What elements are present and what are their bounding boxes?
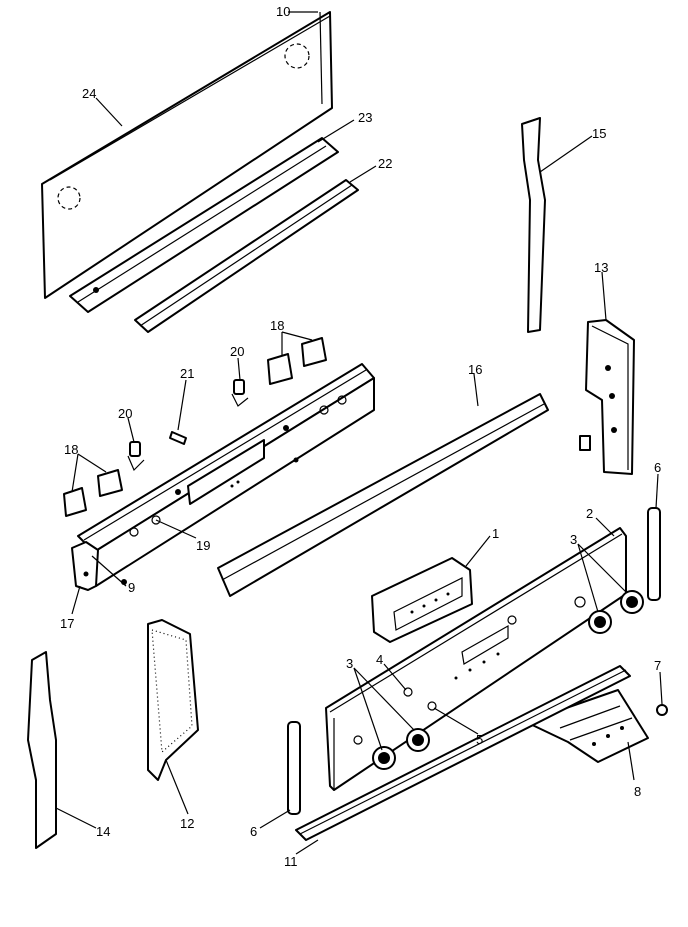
callout-20-left: 20 [118, 406, 132, 421]
callout-9: 9 [128, 580, 135, 595]
part-15-side-trim [521, 117, 546, 333]
callout-3-right: 3 [570, 532, 577, 547]
callout-18-left: 18 [64, 442, 78, 457]
callout-18-right: 18 [270, 318, 284, 333]
callout-23: 23 [358, 110, 372, 125]
callout-14: 14 [96, 824, 110, 839]
callout-3-left: 3 [346, 656, 353, 671]
callout-labels: 10 24 23 22 15 13 16 18 20 21 20 18 19 9… [60, 4, 661, 869]
callout-5: 5 [476, 732, 483, 747]
callout-8: 8 [634, 784, 641, 799]
part-18-blocks-left [63, 469, 123, 517]
callout-16: 16 [468, 362, 482, 377]
part-23-channel [69, 137, 339, 313]
callout-4: 4 [376, 652, 383, 667]
callout-11: 11 [284, 854, 298, 869]
callout-7: 7 [654, 658, 661, 673]
callout-19: 19 [196, 538, 210, 553]
callout-21: 21 [180, 366, 194, 381]
callout-12: 12 [180, 816, 194, 831]
part-7-bumper [656, 704, 668, 716]
callout-20-right: 20 [230, 344, 244, 359]
callout-6-left: 6 [250, 824, 257, 839]
part-1-clock-module [371, 557, 473, 643]
callout-17: 17 [60, 616, 74, 631]
callout-6-right: 6 [654, 460, 661, 475]
callout-13: 13 [594, 260, 608, 275]
part-13-end-bracket [579, 319, 635, 475]
part-12-insulation [147, 619, 199, 781]
part-16-trim-strip [217, 393, 549, 597]
part-11-bottom-rail [295, 665, 631, 841]
callout-24: 24 [82, 86, 96, 101]
part-20-clip-left [127, 441, 145, 472]
leader-lines [55, 11, 663, 855]
part-14-side-trim [27, 651, 57, 849]
part-20-clip-right [231, 379, 249, 407]
callout-2: 2 [586, 506, 593, 521]
callout-1: 1 [492, 526, 499, 541]
part-3-knobs-left [372, 728, 430, 770]
callout-15: 15 [592, 126, 606, 141]
callout-10: 10 [276, 4, 290, 19]
part-21-pin [169, 431, 187, 445]
upper-control-panel [77, 363, 375, 587]
part-18-blocks-right [267, 337, 327, 385]
part-8-label-plate [525, 689, 649, 763]
part-24-rear-panel [41, 11, 333, 299]
part-6-end-cap-left [287, 721, 301, 815]
callout-22: 22 [378, 156, 392, 171]
part-6-end-cap-right [647, 507, 661, 601]
part-22-rail [134, 179, 359, 333]
part-3-knobs-right [588, 590, 644, 634]
part-17-end-bracket [71, 541, 99, 591]
